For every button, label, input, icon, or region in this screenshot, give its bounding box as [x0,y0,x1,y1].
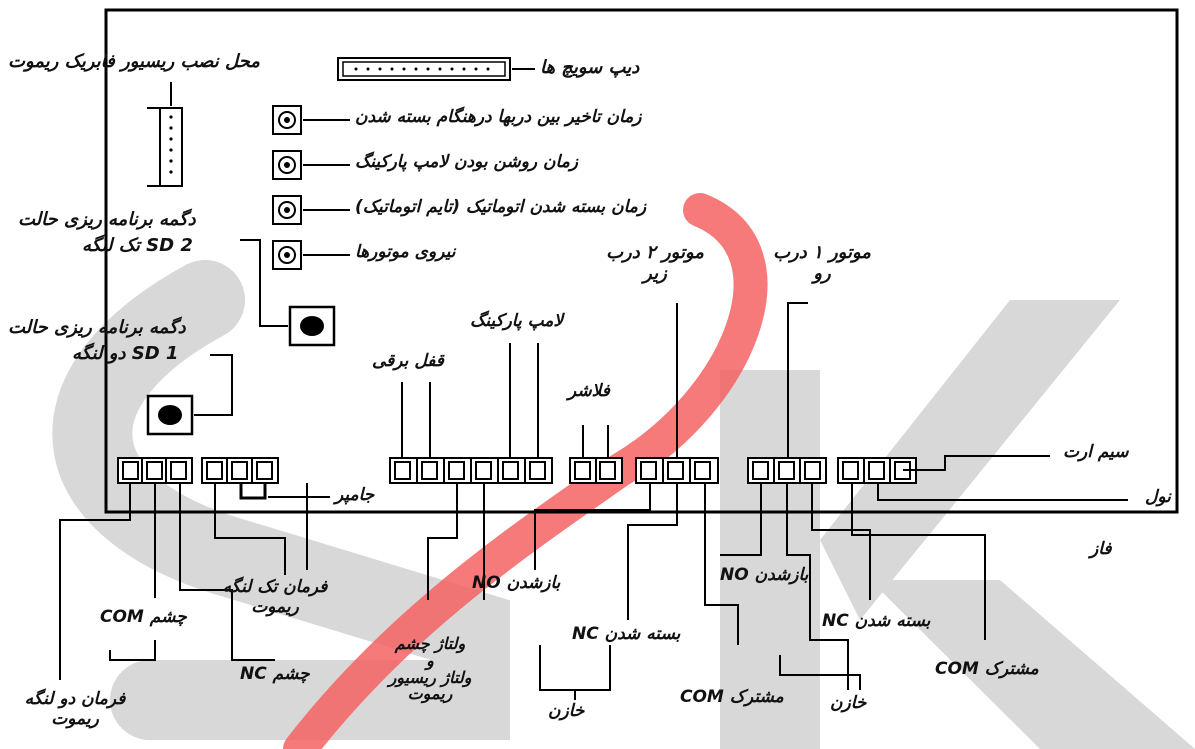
motor2-nc-label: NC بسته شدن [572,624,681,644]
parking-light-time-label: زمان روشن بودن لامپ پارکینگ [355,152,579,172]
potentiometer-auto-close[interactable] [272,195,302,225]
board-outline [104,8,1179,514]
jumper-wire [239,483,267,500]
capacitor-label-b: خازن [830,693,867,713]
motor1-nc-label: NC بسته شدن [822,611,931,631]
potentiometer-parking-light[interactable] [272,150,302,180]
terminal-strip [117,457,917,484]
eye-com-label: COM چشم [100,607,187,627]
eye-nc-label: NC چشم [240,664,310,684]
motor1-label: موتور ۱ درب رو [773,242,871,284]
motor2-label: موتور ۲ درب زیر [606,242,704,284]
button-sd2-subtitle: تک لنگه SD 2 [82,235,193,256]
potentiometer-motor-force[interactable] [272,240,302,270]
motor2-no-label: NO بازشدن [472,573,561,593]
voltage-label: ولتاژ چشم و ولتاژ ریسیور ریموت [388,634,472,704]
watermark-k-arm-down [870,580,1195,749]
program-button-sd1[interactable] [146,394,194,436]
phase-label: فاز [1090,539,1112,559]
dip-switch-block [337,57,511,81]
motor2-com-label: COM مشترک [680,687,784,707]
watermark-k-arm-up [820,300,1120,620]
potentiometer-delay[interactable] [272,105,302,135]
jumper-label: جامپر [335,485,375,505]
flasher-label: فلاشر [568,381,610,401]
neutral-label: نول [1145,487,1171,507]
program-button-sd2[interactable] [288,305,336,347]
electric-lock-label: قفل برقی [372,351,444,371]
remote-double-label: فرمان دو لنگه ریموت [24,689,126,729]
receiver-connector [159,107,183,187]
button-sd1-subtitle: دو لنگه SD 1 [72,343,179,364]
dip-switch-pins [354,67,490,71]
delay-between-doors-label: زمان تاخیر بین دربها درهنگام بسته شدن [355,107,642,127]
parking-lamp-label: لامپ پارکینگ [470,311,564,331]
earth-label: سیم ارت [1063,442,1129,462]
capacitor-label-a: خازن [548,701,585,721]
watermark-s-shape [52,260,510,740]
motor1-com-label: COM مشترک [935,659,1039,679]
button-sd1-title: دگمه برنامه ریزی حالت [8,317,186,338]
receiver-slot-label: محل نصب ریسیور فابریک ریموت [8,51,260,72]
button-sd2-title: دگمه برنامه ریزی حالت [18,209,196,230]
motor-force-label: نیروی موتورها [355,242,456,262]
dip-switches-label: دیپ سویچ ها [540,57,640,78]
auto-close-time-label: زمان بسته شدن اتوماتیک (تایم اتوماتیک) [355,197,647,217]
remote-single-label: فرمان تک لنگه ریموت [222,577,328,617]
motor1-no-label: NO بازشدن [720,565,809,585]
